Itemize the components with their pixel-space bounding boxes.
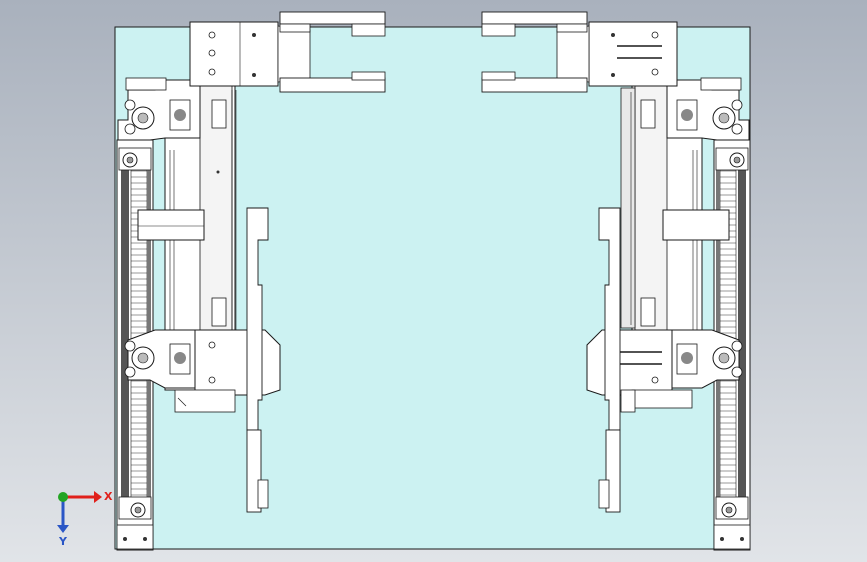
right-vertical-finger[interactable] bbox=[598, 207, 621, 513]
left-top-finger[interactable] bbox=[279, 11, 386, 93]
y-axis-arrow-icon bbox=[57, 525, 69, 533]
right-top-finger[interactable] bbox=[481, 11, 588, 93]
left-vertical-finger[interactable] bbox=[246, 207, 269, 513]
right-bottom-clamp[interactable] bbox=[671, 329, 743, 389]
right-gripper-assembly[interactable] bbox=[481, 11, 751, 551]
left-linear-rail[interactable] bbox=[116, 139, 154, 551]
right-top-clamp[interactable] bbox=[666, 77, 750, 141]
right-linear-rail[interactable] bbox=[713, 139, 751, 551]
x-axis-label: X bbox=[104, 490, 113, 503]
left-top-mount-plate[interactable] bbox=[189, 21, 311, 87]
y-axis-label: Y bbox=[58, 535, 68, 548]
left-bottom-clamp[interactable] bbox=[124, 329, 196, 389]
z-axis-origin-icon bbox=[58, 492, 68, 502]
right-carriage[interactable] bbox=[620, 84, 730, 331]
right-top-mount-plate[interactable] bbox=[556, 21, 678, 87]
x-axis-arrow-icon bbox=[94, 491, 102, 503]
left-gripper-assembly[interactable] bbox=[116, 11, 386, 551]
left-top-clamp[interactable] bbox=[117, 77, 201, 141]
coordinate-triad: X Y bbox=[57, 490, 113, 548]
